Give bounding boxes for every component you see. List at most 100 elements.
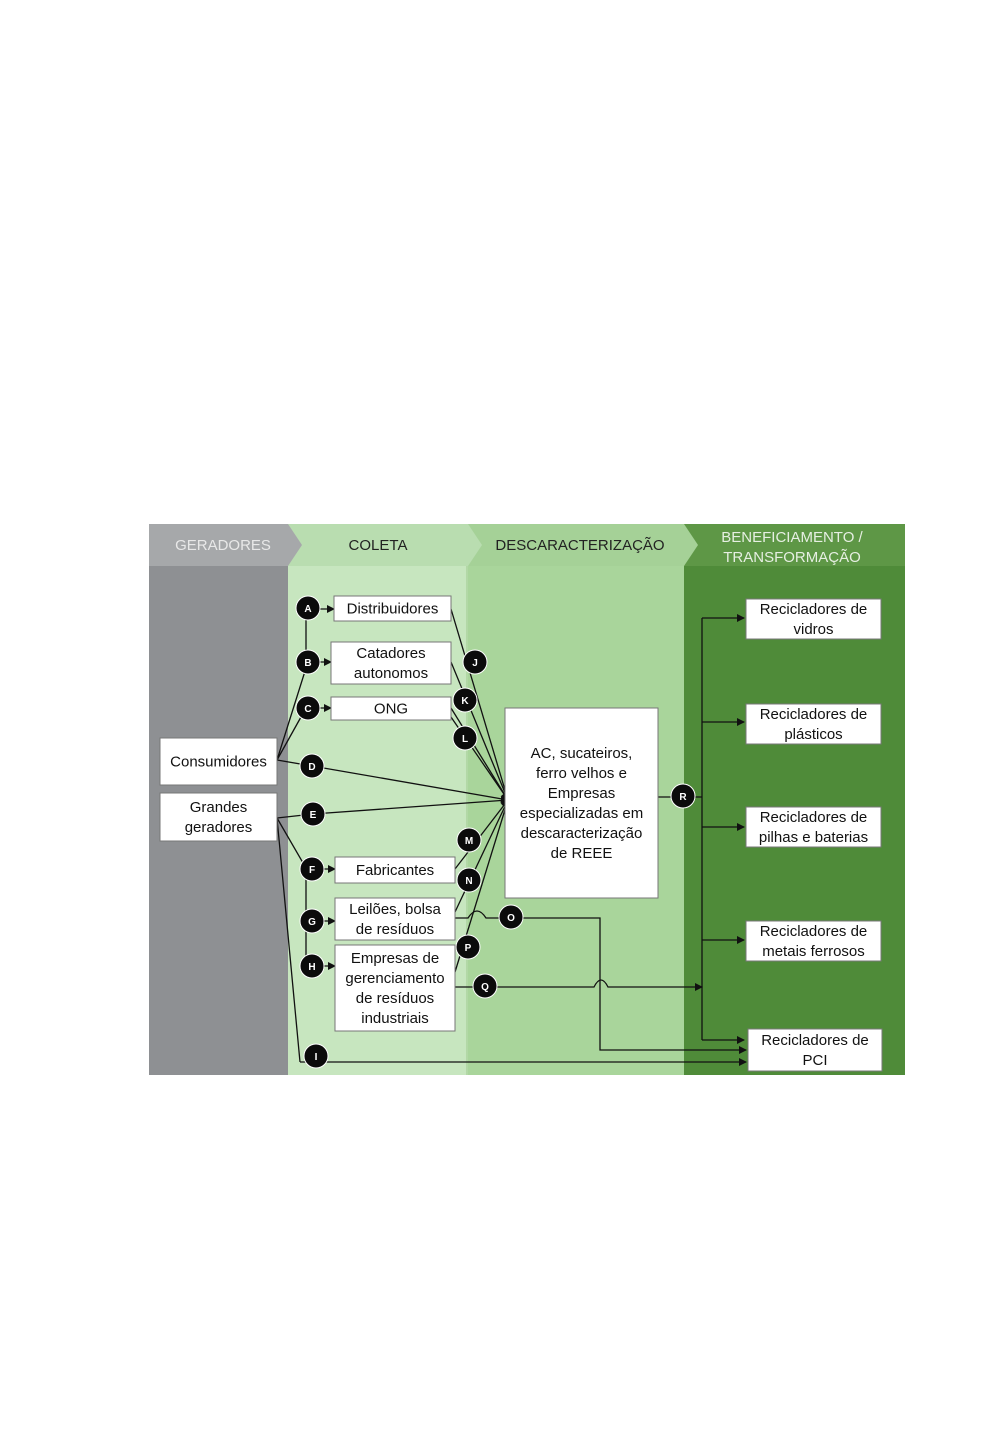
flow-node-q: Q (472, 973, 498, 999)
box-processor-label: Empresas (548, 785, 616, 802)
stage-header-descaracterizacao (468, 524, 698, 566)
box-recycler-plasticos-frame (745, 703, 882, 745)
stage-label-geradores: GERADORES (175, 537, 271, 554)
flow-node-circle-o (498, 904, 524, 930)
box-collector-empresas-gerenciamento-label: gerenciamento (345, 970, 444, 987)
flow-node-circle-a (295, 595, 321, 621)
flow-node-circle-d (299, 753, 325, 779)
flow-node-circle-b (295, 649, 321, 675)
box-collector-empresas-gerenciamento-label: Empresas de (351, 950, 439, 967)
flow-node-i: I (303, 1043, 329, 1069)
flow-node-label-f: F (309, 865, 315, 876)
flow-node-label-e: E (310, 810, 317, 821)
box-consumidores: Consumidores (159, 737, 278, 786)
flow-collector-to-processor-4 (454, 799, 509, 870)
box-recycler-vidros: Recicladores de vidros (745, 598, 882, 640)
box-recycler-vidros-label: Recicladores de (760, 601, 868, 618)
flow-node-circle-n (456, 867, 482, 893)
flow-node-label-d: D (308, 762, 315, 773)
diagram-boxes: ConsumidoresGrandesgeradoresDistribuidor… (159, 595, 883, 1072)
box-recycler-metais-label: Recicladores de (760, 923, 868, 940)
flow-node-e: E (300, 801, 326, 827)
stage-label-descaracterizacao: DESCARACTERIZAÇÃO (495, 537, 664, 554)
box-recycler-plasticos-label: plásticos (784, 726, 842, 743)
box-grandes-geradores-label: geradores (185, 819, 253, 836)
flow-node-l: L (452, 725, 478, 751)
flow-node-label-b: B (304, 658, 311, 669)
box-collector-ong: ONG (330, 696, 452, 721)
flow-grandes-to-i (276, 817, 301, 1063)
box-collector-distribuidores-frame (333, 595, 452, 622)
box-collector-leiloes-label: de resíduos (356, 921, 434, 938)
box-recycler-plasticos: Recicladores de plásticos (745, 703, 882, 745)
stage-label-coleta: COLETA (349, 537, 408, 554)
flow-node-circle-e (300, 801, 326, 827)
flow-node-n: N (456, 867, 482, 893)
flow-node-label-p: P (465, 943, 472, 954)
flow-node-label-l: L (462, 734, 468, 745)
flow-node-circle-m (456, 827, 482, 853)
box-collector-leiloes-label: Leilões, bolsa (349, 901, 441, 918)
box-collector-catadores: Catadores autonomos (330, 641, 452, 685)
box-collector-leiloes-frame (334, 897, 456, 941)
box-collector-empresas-gerenciamento-label: de resíduos (356, 990, 434, 1007)
box-recycler-vidros-label: vidros (793, 621, 833, 638)
flow-node-circle-l (452, 725, 478, 751)
box-collector-catadores-frame (330, 641, 452, 685)
flow-collector-to-processor-1 (450, 661, 510, 801)
box-recycler-pci-label: PCI (802, 1052, 827, 1069)
stage-label-beneficiamento: TRANSFORMAÇÃO (723, 549, 861, 566)
flow-node-a: A (295, 595, 321, 621)
box-collector-fabricantes-label: Fabricantes (356, 862, 434, 879)
box-recycler-pilhas-label: Recicladores de (760, 809, 868, 826)
box-processor-frame (504, 707, 659, 899)
flow-node-circle-r (670, 783, 696, 809)
flow-node-circle-i (303, 1043, 329, 1069)
flow-node-b: B (295, 649, 321, 675)
box-processor-label: ferro velhos e (536, 765, 627, 782)
box-collector-ong-frame (330, 696, 452, 721)
flow-node-circle-g (299, 908, 325, 934)
box-recycler-pci-frame (747, 1028, 883, 1072)
box-consumidores-label: Consumidores (170, 754, 267, 771)
flow-collector-to-processor-5 (454, 799, 509, 913)
box-recycler-metais-label: metais ferrosos (762, 943, 865, 960)
box-collector-empresas-gerenciamento-frame (334, 944, 456, 1032)
box-processor-label: de REEE (551, 845, 613, 862)
box-collector-fabricantes-frame (334, 856, 456, 884)
box-recycler-metais: Recicladores de metais ferrosos (745, 920, 882, 962)
box-recycler-plasticos-label: Recicladores de (760, 706, 868, 723)
flow-q-to-metais (455, 979, 703, 991)
stage-header-beneficiamento (684, 524, 905, 566)
flow-node-label-j: J (472, 658, 478, 669)
flow-node-f: F (299, 856, 325, 882)
flow-collector-to-processor-0 (450, 608, 510, 801)
box-collector-ong-label: ONG (374, 701, 408, 718)
flow-node-p: P (455, 934, 481, 960)
flow-node-o: O (498, 904, 524, 930)
flow-node-label-o: O (507, 913, 515, 924)
flow-node-label-g: G (308, 917, 316, 928)
flow-node-m: M (456, 827, 482, 853)
box-processor-label: descaracterização (521, 825, 643, 842)
box-processor-label: especializadas em (520, 805, 643, 822)
flow-node-label-m: M (465, 836, 473, 847)
box-collector-catadores-label: Catadores (356, 645, 425, 662)
box-processor-label: AC, sucateiros, (531, 745, 633, 762)
flow-node-d: D (299, 753, 325, 779)
flow-node-circle-h (299, 953, 325, 979)
flow-node-h: H (299, 953, 325, 979)
box-grandes-geradores-label: Grandes (190, 799, 248, 816)
box-collector-catadores-label: autonomos (354, 665, 428, 682)
box-collector-fabricantes: Fabricantes (334, 856, 456, 884)
flow-node-label-c: C (304, 704, 311, 715)
flow-node-circle-k (452, 687, 478, 713)
box-grandes-geradores-frame (159, 792, 278, 842)
flow-node-circle-c (295, 695, 321, 721)
flow-node-circle-j (462, 649, 488, 675)
flow-node-g: G (299, 908, 325, 934)
